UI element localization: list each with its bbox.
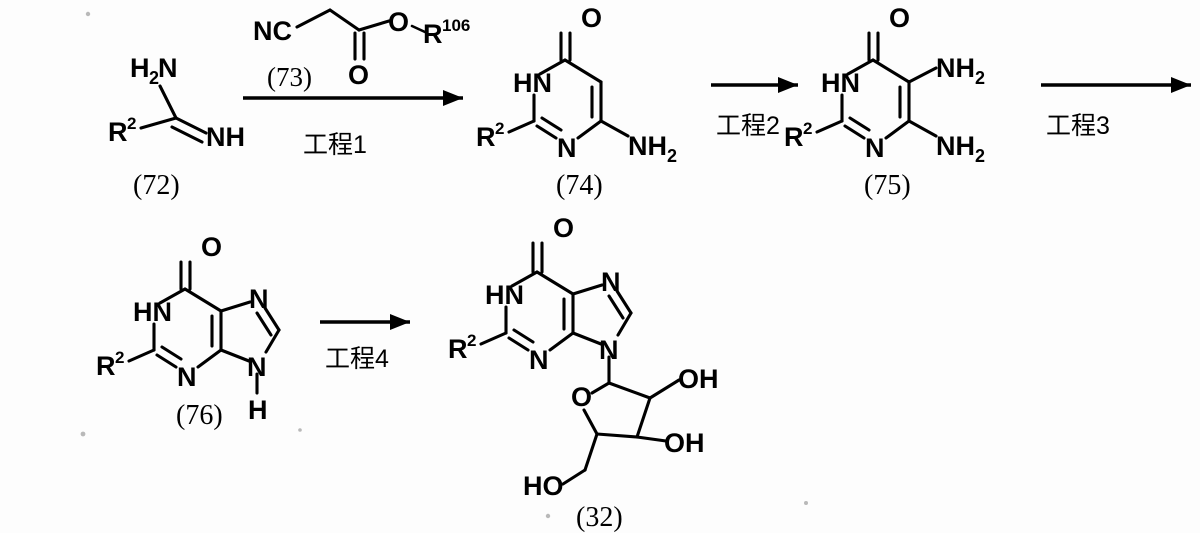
compound-75-amine-bottom-label: NH — [936, 131, 975, 161]
compound-32-hydroxyl-top: OH — [678, 364, 719, 394]
compound-75-ring-nitrogen: N — [865, 133, 885, 163]
compound-32-r-superscript: 2 — [467, 331, 476, 350]
compound-72-r-group: R — [108, 117, 128, 147]
scan-speck — [545, 513, 551, 519]
arrow-head — [443, 90, 463, 106]
compound-76-ring-nitrogen: N — [177, 362, 197, 392]
arrow-step-3: 工程3 — [1041, 77, 1191, 140]
arrow-step-1-above-label: (73) — [267, 62, 312, 92]
arrow-head — [778, 77, 798, 93]
compound-76-r-superscript: 2 — [115, 348, 124, 367]
compound-32-structure: O HN N R 2 N N O OH OH HO (32) — [448, 213, 719, 533]
compound-73-structure: NC O R 106 O — [253, 7, 470, 90]
compound-32-imidazole-n-top: N — [601, 267, 621, 297]
compound-73-carbonyl-oxygen: O — [348, 60, 369, 90]
compound-75-structure: O HN N R 2 NH 2 NH 2 (75) — [784, 3, 985, 201]
arrow-step-1: (73) 工程1 — [243, 62, 463, 159]
scan-speck — [804, 501, 808, 505]
compound-32-r-group: R — [448, 334, 468, 364]
compound-74-carbonyl-oxygen: O — [581, 3, 602, 33]
compound-32-sugar-oxygen: O — [571, 382, 592, 412]
arrow-step-2-below-label: 工程2 — [716, 112, 780, 140]
arrow-head — [390, 314, 410, 330]
arrow-step-4: 工程4 — [320, 314, 410, 373]
compound-76-nh-label: HN — [133, 297, 172, 327]
arrow-step-1-below-label: 工程1 — [303, 131, 367, 159]
compound-74-nh-label: HN — [513, 68, 552, 98]
compound-74-number: (74) — [556, 170, 603, 201]
arrow-step-4-below-label: 工程4 — [325, 345, 389, 373]
compound-76-imidazole-n-top: N — [249, 284, 269, 314]
arrow-head — [1171, 77, 1191, 93]
compound-75-number: (75) — [864, 170, 911, 201]
compound-74-ring-nitrogen: N — [557, 133, 577, 163]
compound-76-number: (76) — [176, 400, 223, 431]
compound-74-r-superscript: 2 — [495, 119, 504, 138]
compound-73-r-superscript: 106 — [442, 16, 470, 35]
scan-speck — [85, 11, 91, 17]
compound-76-imidazole-nh-hydrogen: H — [248, 395, 268, 425]
compound-72-r-superscript: 2 — [127, 114, 136, 133]
compound-76-imidazole-n-bottom: N — [247, 352, 267, 382]
compound-75-amine-top-label: NH — [936, 53, 975, 83]
compound-75-nh-label: HN — [821, 68, 860, 98]
compound-74-amine-label: NH — [628, 131, 667, 161]
compound-76-carbonyl-oxygen: O — [201, 232, 222, 262]
scan-speck — [80, 431, 86, 437]
compound-75-r-group: R — [784, 122, 804, 152]
compound-73-ester-oxygen: O — [388, 7, 409, 37]
compound-72-number: (72) — [133, 170, 180, 201]
compound-72-amino-nitrogen: N — [158, 53, 178, 83]
compound-76-r-group: R — [96, 351, 116, 381]
compound-32-imidazole-n-bottom: N — [599, 335, 619, 365]
compound-75-carbonyl-oxygen: O — [889, 3, 910, 33]
compound-32-number: (32) — [576, 502, 623, 533]
compound-73-nitrile-label: NC — [253, 16, 292, 46]
compound-72-amino-label: H — [130, 53, 150, 83]
compound-76-structure: O HN N R 2 N N H (76) — [96, 232, 281, 431]
compound-32-hydroxyl-bottom: OH — [664, 428, 705, 458]
compound-72-amino-subscript: 2 — [149, 68, 159, 88]
compound-72-structure: H 2 N R 2 NH (72) — [108, 53, 245, 201]
compound-75-amine-top-subscript: 2 — [975, 68, 985, 88]
compound-32-carbonyl-oxygen: O — [553, 213, 574, 243]
compound-75-amine-bottom-subscript: 2 — [975, 146, 985, 166]
arrow-step-3-below-label: 工程3 — [1046, 112, 1110, 140]
arrow-step-2: 工程2 — [711, 77, 798, 140]
scan-speck — [298, 428, 302, 432]
compound-74-structure: O HN N R 2 NH 2 (74) — [476, 3, 677, 201]
compound-32-ring-nitrogen: N — [529, 345, 549, 375]
compound-73-r-group: R — [423, 19, 443, 49]
compound-75-r-superscript: 2 — [803, 119, 812, 138]
compound-74-amine-subscript: 2 — [667, 146, 677, 166]
compound-32-hydroxymethyl-label: HO — [523, 471, 564, 501]
compound-72-imine-label: NH — [206, 122, 245, 152]
compound-32-nh-label: HN — [485, 280, 524, 310]
compound-74-r-group: R — [476, 122, 496, 152]
